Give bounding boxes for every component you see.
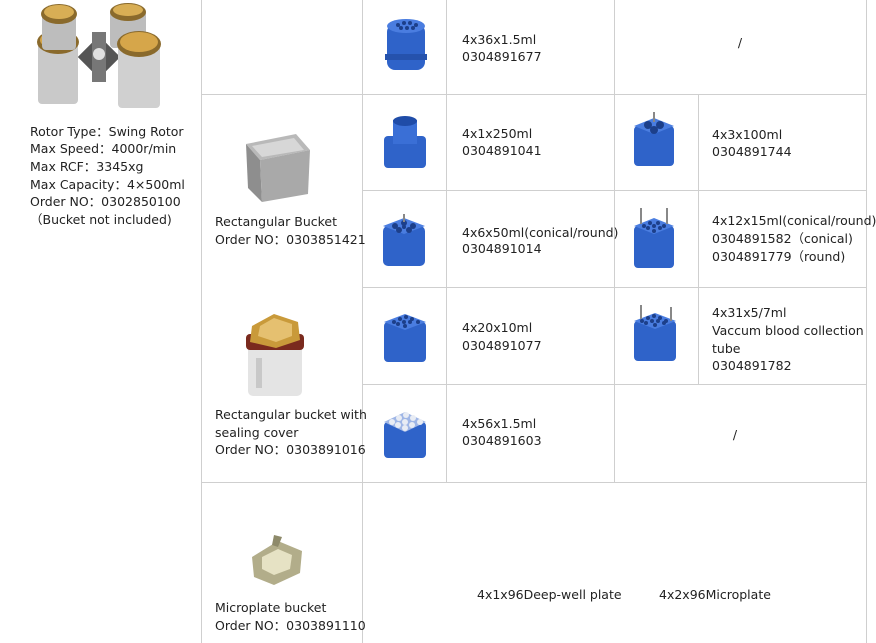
adapter-a4-spec: 4x6x50ml(conical/round) [462,225,619,240]
rotor-max-rcf: Max RCF：3345xg [30,159,144,174]
adapter-a3-code: 0304891744 [712,144,792,159]
rotor-type: Rotor Type：Swing Rotor [30,124,184,139]
adapter-31x5ml-image [634,305,676,361]
grid-line [362,190,866,191]
rect-bucket-order: Order NO：0303851421 [215,232,366,247]
grid-line [614,0,615,482]
adapter-a6-spec: 4x20x10ml [462,320,533,335]
sealed-bucket-image [246,314,304,396]
sealed-bucket-line2: sealing cover [215,425,299,440]
grid-line [698,94,699,385]
swing-rotor-image [37,3,161,108]
empty-mark: / [732,427,738,442]
grid-line [446,0,447,482]
grid-line [201,482,866,483]
rotor-note: （Bucket not included) [30,212,172,227]
sealed-bucket-line1: Rectangular bucket with [215,407,367,422]
adapter-a4-code: 0304891014 [462,241,542,256]
grid-line [201,0,202,643]
rotor-order-no: Order NO：0302850100 [30,194,181,209]
adapter-a5-code2: 0304891779（round) [712,249,846,264]
adapter-a7-line2: Vaccum blood collection [712,323,864,338]
adapter-20x10ml-image [384,314,426,362]
adapter-a8-spec: 4x56x1.5ml [462,416,537,431]
adapter-a1-spec: 4x36x1.5ml [462,32,537,47]
microplate-bucket-name: Microplate bucket [215,600,327,615]
adapter-a3-spec: 4x3x100ml [712,127,783,142]
adapter-a6-code: 0304891077 [462,338,542,353]
grid-line [362,384,866,385]
sealed-bucket-order: Order NO：0303891016 [215,442,366,457]
empty-mark: / [737,35,743,50]
adapter-12x15ml-image [634,208,674,268]
adapter-a1-code: 0304891677 [462,49,542,64]
deep-well-plate-label: 4x1x96Deep-well plate [477,587,622,602]
adapter-6x50ml-image [383,214,425,266]
adapter-36x1.5ml-image [385,19,427,70]
grid-line [201,94,866,95]
rectangular-bucket-image [246,134,310,202]
adapter-a5-code1: 0304891582（conical) [712,231,853,246]
adapter-a7-spec: 4x31x5/7ml [712,305,787,320]
microplate-bucket-image [252,535,302,585]
adapter-a2-code: 0304891041 [462,143,542,158]
grid-line [362,287,866,288]
adapter-a7-code: 0304891782 [712,358,792,373]
rotor-max-capacity: Max Capacity：4×500ml [30,177,185,192]
microplate-label: 4x2x96Microplate [659,587,771,602]
rect-bucket-name: Rectangular Bucket [215,214,338,229]
rotor-max-speed: Max Speed：4000r/min [30,141,177,156]
adapter-a8-code: 0304891603 [462,433,542,448]
adapter-3x100ml-image [634,112,674,166]
grid-line [866,0,867,643]
grid-line [362,0,363,643]
adapter-a7-line3: tube [712,341,741,356]
adapter-a2-spec: 4x1x250ml [462,126,533,141]
microplate-bucket-order: Order NO：0303891110 [215,618,366,633]
adapter-a5-spec: 4x12x15ml(conical/round) [712,213,876,228]
adapter-1x250ml-image [384,116,426,168]
adapter-56x1.5ml-image [384,412,426,458]
